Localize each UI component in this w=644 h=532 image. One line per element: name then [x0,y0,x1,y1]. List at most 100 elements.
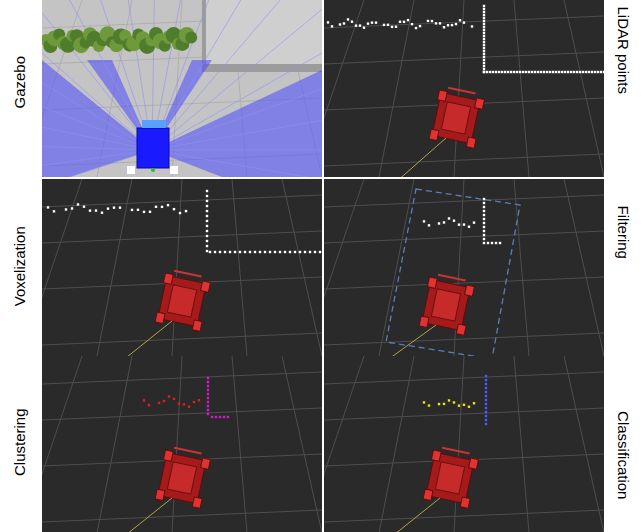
grid-line [42,372,322,384]
grid-line [282,356,322,532]
grid-line [324,52,604,64]
lidar-point [600,71,602,73]
odometry-path [122,498,172,532]
lidar-point [483,68,485,70]
lidar-point [439,22,441,24]
cluster-point [223,416,225,418]
lidar-point [579,71,581,73]
classified-point [485,415,487,417]
lidar-point [594,71,596,73]
lidar-point [483,56,485,58]
voxel-point [155,206,157,208]
classified-point [473,402,475,404]
voxel-point [173,208,175,210]
classified-point [485,423,487,425]
lidar-point [483,35,485,37]
lidar-point [371,21,373,23]
cluster-point [183,403,185,405]
voxel-point [219,251,221,253]
grid-line [42,231,322,243]
filtered-point [499,242,501,244]
voxel-point [269,251,271,253]
odometry-path [386,325,436,356]
robot-model [419,273,475,335]
lidar-point [540,71,542,73]
panel-label: LiDAR points [615,6,632,94]
lidar-point [483,50,485,52]
voxel-point [206,210,208,212]
panel [42,356,322,532]
cluster-point [207,385,209,387]
filtered-point [483,234,485,236]
lidar-point [419,25,421,27]
voxel-point [289,251,291,253]
cluster-point [207,381,209,383]
grid-line [42,179,82,356]
filtered-point [428,224,430,226]
grid-line [232,356,247,532]
filtered-point [443,221,445,223]
cluster-point [193,401,195,403]
grid-line [42,333,322,345]
voxel-point [167,204,169,206]
cluster-point [207,393,209,395]
lidar-point [463,21,465,23]
lidar-point [483,23,485,25]
voxel-point [206,190,208,192]
grid-line [42,408,322,420]
voxel-point [239,251,241,253]
lidar-point [387,24,389,26]
robot-model [423,446,479,508]
cluster-point [207,405,209,407]
classified-point [485,411,487,413]
lidar-point [459,19,461,21]
filtered-point [463,223,465,225]
lidar-point [483,5,485,7]
lidar-point [543,71,545,73]
lidar-point [573,71,575,73]
voxel-point [206,220,208,222]
grid-line [324,16,604,28]
lidar-point [549,71,551,73]
voxel-point [206,250,208,252]
grid-line [97,356,132,532]
lidar-point [403,21,405,23]
cluster-point [143,399,145,401]
lidar-point [483,29,485,31]
voxel-point [206,235,208,237]
lidar-point [483,20,485,22]
cluster-point [148,404,150,406]
grid-line [324,510,604,522]
voxel-point [206,230,208,232]
classified-point [443,403,445,405]
voxel-point [206,195,208,197]
lidar-point [504,71,506,73]
lidar-point [570,71,572,73]
lidar-point [537,71,539,73]
filtered-point [483,198,485,200]
cluster-point [207,401,209,403]
lidar-point [555,71,557,73]
filtered-point [438,222,440,224]
lidar-point [339,23,341,25]
filtered-point [423,220,425,222]
panel [324,0,604,177]
robot-model [155,446,211,508]
odometry-path [396,138,446,177]
filtered-point [483,226,485,228]
lidar-point [603,71,604,73]
voxel-point [107,207,109,209]
voxel-point [214,251,216,253]
voxel-point [47,206,49,208]
voxel-point [206,240,208,242]
voxel-point [309,251,311,253]
lidar-point [483,17,485,19]
voxel-point [229,251,231,253]
classified-point [485,391,487,393]
lidar-point [483,38,485,40]
voxel-point [185,210,187,212]
lidar-point [411,23,413,25]
grid-line [324,372,604,384]
filtered-point [483,242,485,244]
lidar-point [483,8,485,10]
